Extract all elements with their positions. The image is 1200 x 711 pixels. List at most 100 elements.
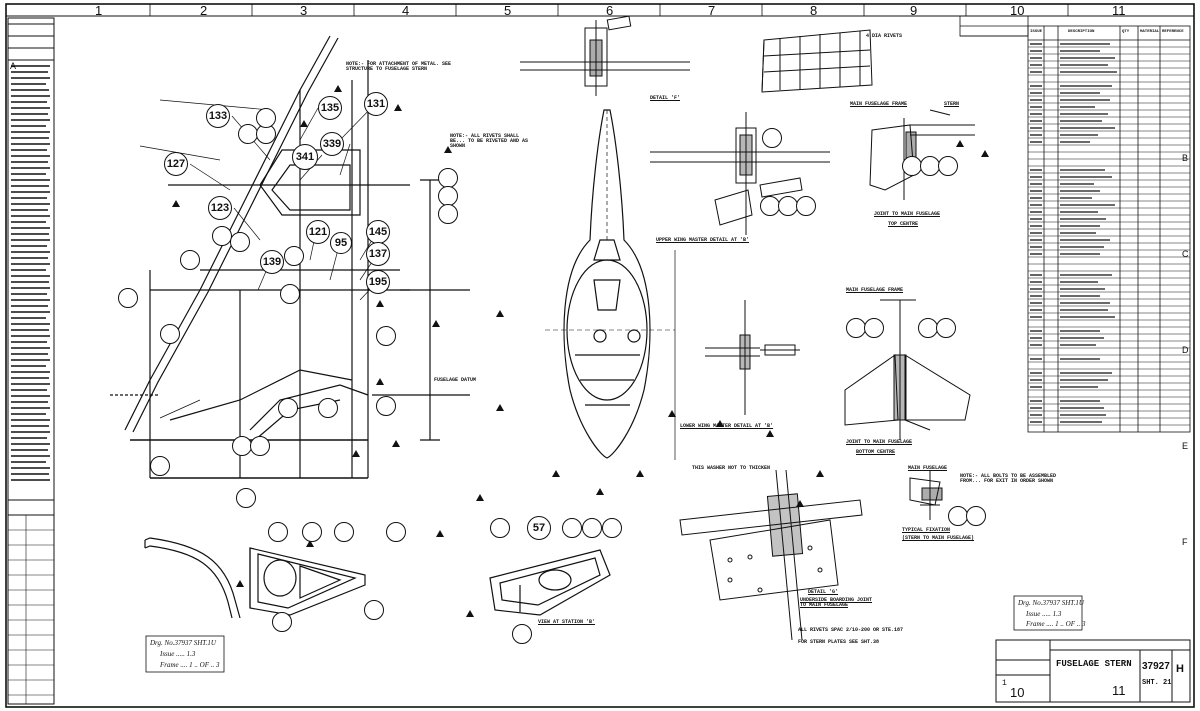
part-bubble-121: 121 — [306, 220, 330, 244]
stern-top-view — [545, 109, 676, 460]
note-fuselage-datum: FUSELAGE DATUM — [434, 377, 477, 383]
ref-drawing-number-left: Drg. No.37937 SHT.1U — [150, 639, 216, 647]
note-stern-plates: FOR STERN PLATES SEE SHT.38 — [798, 639, 880, 645]
callout-bubble — [796, 196, 816, 216]
table-header-issue: ISSUE — [1030, 30, 1043, 34]
caption-detail-f: DETAIL 'F' — [650, 95, 681, 101]
callout-bubble — [232, 436, 252, 456]
callout-bubble — [236, 488, 256, 508]
revision-history-lines — [11, 65, 50, 481]
title-block-drawing-number: 37927 — [1142, 661, 1170, 672]
caption-detail-g: DETAIL 'G' — [808, 589, 839, 595]
grid-row-b: B — [1182, 153, 1189, 163]
callout-bubble — [490, 518, 510, 538]
callout-bubble — [284, 246, 304, 266]
part-bubble-135: 135 — [318, 96, 342, 120]
callout-bubble — [438, 186, 458, 206]
callout-bubble — [386, 522, 406, 542]
part-bubble-123: 123 — [208, 196, 232, 220]
callout-bubble — [966, 506, 986, 526]
typical-fixation-drawing — [909, 470, 943, 520]
caption-top-centre: TOP CENTRE — [888, 221, 919, 227]
grid-row-f: F — [1182, 537, 1188, 547]
table-header-material: MATERIAL — [1140, 30, 1160, 34]
callout-bubble — [760, 196, 780, 216]
grid-column-11: 11 — [1112, 3, 1126, 18]
callout-bubble — [364, 600, 384, 620]
top-joint-drawing — [869, 109, 975, 200]
caption-typical-fixation: TYPICAL FIXATION — [902, 527, 951, 533]
callout-bubble — [180, 250, 200, 270]
grid-row-e: E — [1182, 441, 1189, 451]
caption-typical-fixation-sub: (STERN TO MAIN FUSELAGE) — [902, 535, 975, 541]
table-header-qty: QTY — [1122, 30, 1130, 34]
ref-frame-right: Frame .... 1 .. OF .. 3 — [1026, 620, 1086, 628]
grid-column-10-bottom: 10 — [1010, 685, 1025, 700]
parts-table-grid — [959, 15, 1191, 433]
blank-revision-rows — [8, 515, 54, 704]
caption-lower-wing-detail: LOWER WING MASTER DETAIL AT 'B' — [680, 423, 774, 429]
callout-bubble — [438, 204, 458, 224]
callout-bubble — [212, 226, 232, 246]
parts-table-rows — [1028, 46, 1190, 426]
note-bolt-assembly: NOTE:- ALL BOLTS TO BE ASSEMBLED FROM...… — [960, 473, 1057, 484]
callout-bubble — [118, 288, 138, 308]
grid-column-6: 6 — [606, 3, 614, 18]
callout-bubble — [582, 518, 602, 538]
callout-bubble — [948, 506, 968, 526]
title-block-title: FUSELAGE STERN — [1056, 659, 1132, 669]
callout-bubble — [250, 436, 270, 456]
callout-bubble — [302, 522, 322, 542]
part-bubble-57: 57 — [527, 516, 551, 540]
ref-issue-left: Issue ..... 1.3 — [160, 650, 196, 658]
station-view-drawing — [489, 549, 611, 616]
callout-bubble — [376, 326, 396, 346]
callout-bubble — [778, 196, 798, 216]
ref-frame-left: Frame .... 1 .. OF .. 3 — [160, 661, 220, 669]
part-bubble-127: 127 — [164, 152, 188, 176]
lower-wing-detail-drawing — [705, 300, 800, 415]
grid-row-a: A — [10, 61, 17, 71]
caption-joint-top: JOINT TO MAIN FUSELAGE — [874, 211, 941, 217]
callout-bubble — [278, 398, 298, 418]
bottom-joint-drawing — [844, 299, 971, 440]
frame-arch-drawing — [144, 537, 241, 619]
note-metal-attachment: NOTE:- FOR ATTACHMENT OF METAL. SEE STRU… — [346, 61, 452, 72]
callout-bubble — [918, 318, 938, 338]
callout-bubble — [938, 156, 958, 176]
callout-bubble — [438, 168, 458, 188]
grid-column-3: 3 — [300, 3, 308, 18]
grid-column-8: 8 — [810, 3, 818, 18]
reference-arrows — [172, 85, 989, 617]
part-bubble-133: 133 — [206, 104, 230, 128]
part-bubble-137: 137 — [366, 242, 390, 266]
caption-upper-wing-detail: UPPER WING MASTER DETAIL AT 'B' — [656, 237, 750, 243]
title-block-frame: 1 — [1002, 679, 1007, 688]
caption-main-fuselage-frame: MAIN FUSELAGE FRAME — [850, 101, 908, 107]
grid-column-9: 9 — [910, 3, 918, 18]
callout-bubble — [920, 156, 940, 176]
part-bubble-341: 341 — [292, 144, 318, 170]
note-washer: THIS WASHER NOT TO THICKEN — [692, 465, 771, 471]
ref-drawing-number-right: Drg. No.37937 SHT.1U — [1018, 599, 1084, 607]
callout-bubble — [256, 108, 276, 128]
callout-bubble — [268, 522, 288, 542]
detail-g-drawing — [679, 469, 863, 641]
caption-view-at-station: VIEW AT STATION 'B' — [538, 619, 596, 625]
caption-main-fuselage: MAIN FUSELAGE — [908, 465, 948, 471]
plate-detail-drawing — [761, 29, 873, 93]
part-bubble-339: 339 — [320, 132, 344, 156]
table-header-description: DESCRIPTION — [1068, 30, 1095, 34]
callout-bubble — [562, 518, 582, 538]
table-header-reference: REFERENCE — [1162, 30, 1184, 34]
callout-bubble — [318, 398, 338, 418]
part-bubble-95: 95 — [330, 232, 352, 254]
upper-wing-detail-drawing — [650, 112, 830, 235]
callout-bubble — [334, 522, 354, 542]
callout-bubble — [846, 318, 866, 338]
grid-column-1: 1 — [95, 3, 103, 18]
grid-column-11-bottom: 11 — [1112, 683, 1126, 698]
caption-joint-bottom: JOINT TO MAIN FUSELAGE — [846, 439, 913, 445]
tapered-panel-drawing — [249, 547, 366, 616]
